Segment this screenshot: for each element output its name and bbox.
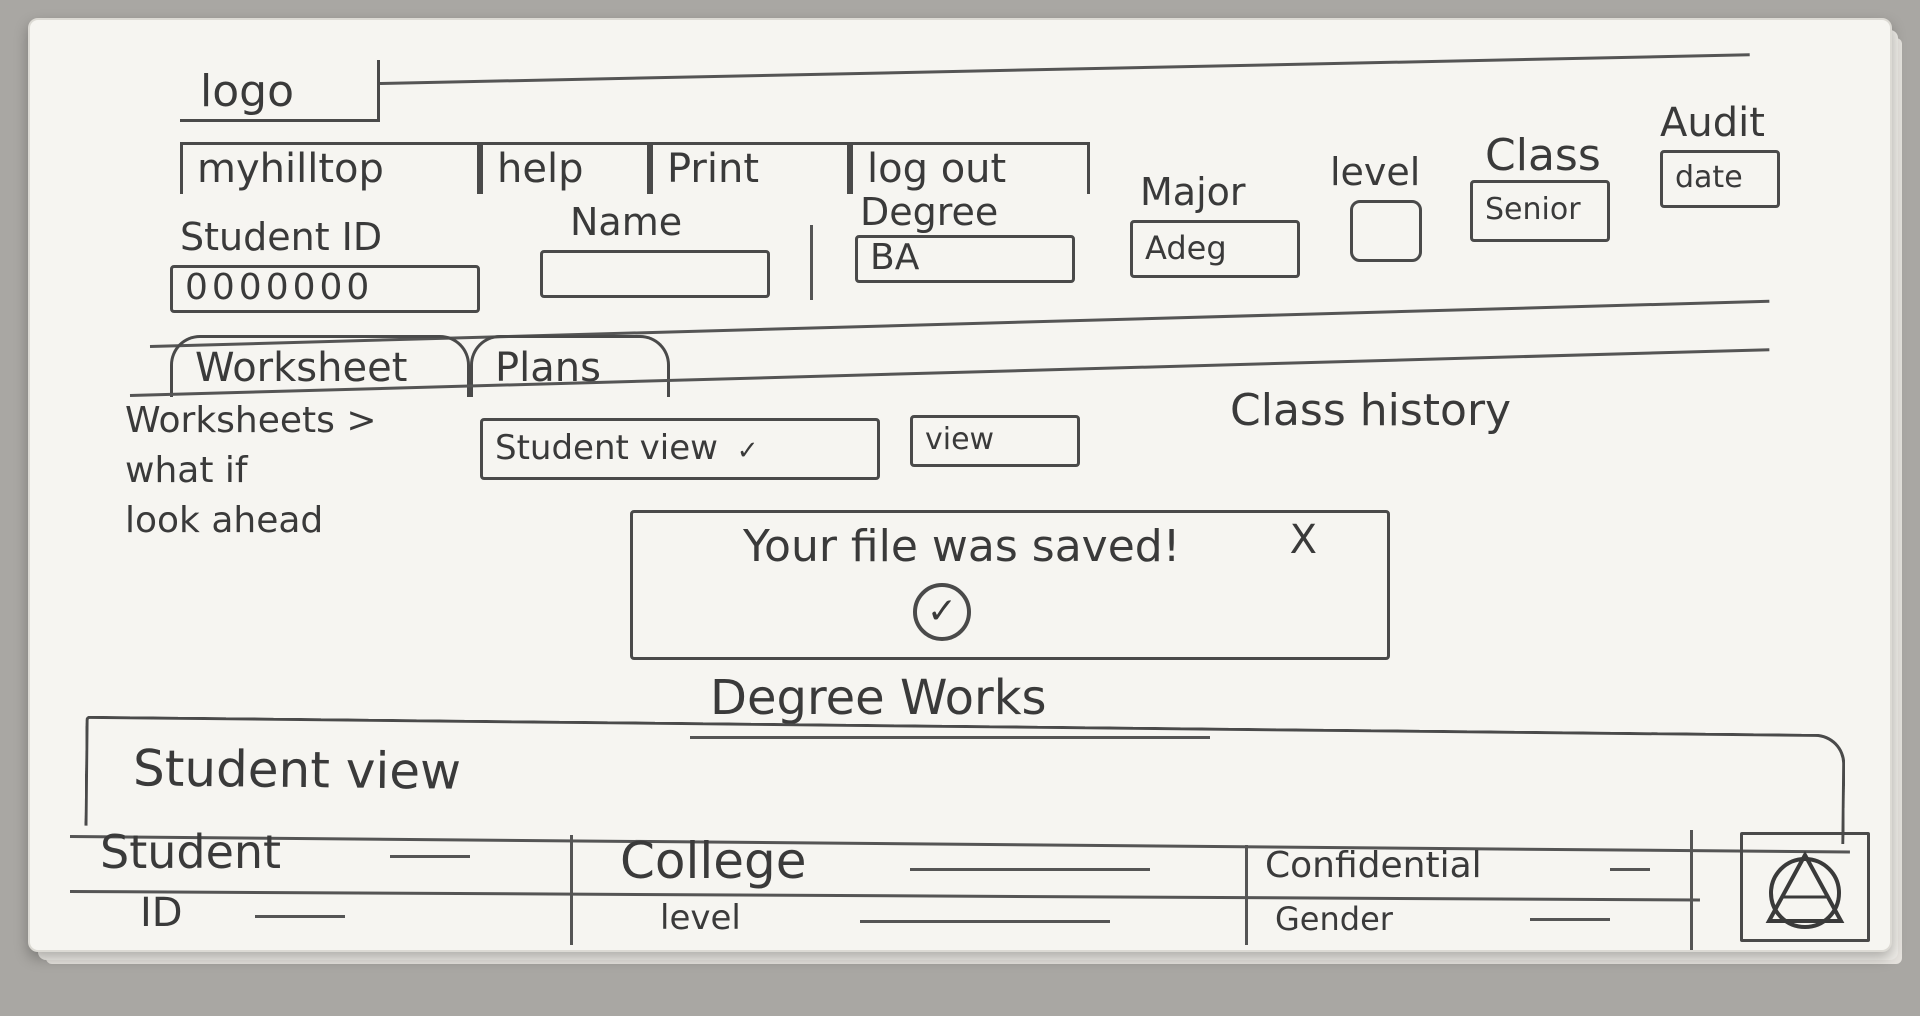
level-value-line — [860, 920, 1110, 923]
major-field[interactable]: Adeg — [1130, 220, 1300, 278]
college-value-line — [910, 868, 1150, 871]
triangle-seal-svg — [1765, 850, 1845, 929]
class-select[interactable]: Senior — [1470, 180, 1610, 242]
tab-plans[interactable]: Plans — [470, 335, 670, 397]
view-button[interactable]: view — [910, 415, 1080, 467]
brand-underline — [690, 736, 1210, 739]
level-label: level — [1330, 150, 1421, 194]
name-divider — [810, 225, 813, 300]
class-label: Class — [1485, 130, 1601, 181]
logo[interactable]: logo — [180, 60, 380, 122]
level-row-label: level — [660, 898, 741, 938]
menu-print[interactable]: Print — [650, 142, 850, 194]
menu-log-out[interactable]: log out — [850, 142, 1090, 194]
sidebar-item-look-ahead[interactable]: look ahead — [125, 500, 324, 541]
header-top-rule — [379, 53, 1750, 85]
tab-worksheet[interactable]: Worksheet — [170, 335, 470, 397]
menu-myhilltop[interactable]: myhilltop — [180, 142, 480, 194]
student-view-title: Student view — [132, 739, 462, 801]
id-label: ID — [140, 890, 183, 936]
class-history-link[interactable]: Class history — [1230, 385, 1512, 436]
toast-close-button[interactable]: X — [1289, 517, 1317, 563]
confidential-label: Confidential — [1265, 845, 1482, 886]
menu-print-label: Print — [667, 146, 760, 192]
menu-help-label: help — [497, 146, 584, 192]
major-label: Major — [1140, 170, 1246, 214]
logo-text: logo — [200, 66, 294, 117]
audit-label: Audit — [1660, 100, 1765, 146]
student-label: Student — [100, 825, 282, 879]
student-value-line — [390, 855, 470, 858]
confidential-value-line — [1610, 868, 1650, 871]
sidebar-item-what-if[interactable]: what if — [125, 450, 248, 491]
name-field[interactable] — [540, 250, 770, 298]
section-row-rule-mid — [69, 890, 1700, 902]
menu-log-out-label: log out — [867, 146, 1007, 192]
chevron-down-icon: ✓ — [736, 436, 759, 466]
gender-label: Gender — [1275, 900, 1393, 938]
worksheets-breadcrumb[interactable]: Worksheets > — [125, 400, 377, 441]
gender-value-line — [1530, 918, 1610, 921]
college-label: College — [620, 832, 807, 890]
degree-field[interactable]: BA — [855, 235, 1075, 283]
degree-works-title: Degree Works — [710, 670, 1047, 726]
menu-help[interactable]: help — [480, 142, 650, 194]
level-field[interactable] — [1350, 200, 1422, 262]
triangle-seal-icon — [1740, 832, 1870, 942]
check-circle-icon: ✓ — [913, 583, 971, 641]
tab-worksheet-label: Worksheet — [195, 345, 408, 391]
audit-date-field[interactable]: date — [1660, 150, 1780, 208]
student-id-field[interactable]: 0000000 — [170, 265, 480, 313]
format-select[interactable]: Student view ✓ — [480, 418, 880, 480]
column-divider-1 — [570, 835, 573, 945]
format-select-value: Student view — [495, 428, 718, 468]
save-toast: Your file was saved! X ✓ — [630, 510, 1390, 660]
student-id-label: Student ID — [180, 215, 383, 259]
id-value-line — [255, 915, 345, 918]
column-divider-3 — [1690, 830, 1693, 950]
degree-label: Degree — [860, 190, 999, 234]
column-divider-2 — [1245, 845, 1248, 945]
name-label: Name — [570, 200, 683, 244]
paper-wireframe-card: logo myhilltop help Print log out Studen… — [28, 18, 1892, 952]
toast-message: Your file was saved! — [743, 521, 1181, 572]
menu-myhilltop-label: myhilltop — [197, 146, 384, 192]
student-view-header: Student view — [84, 715, 1846, 845]
